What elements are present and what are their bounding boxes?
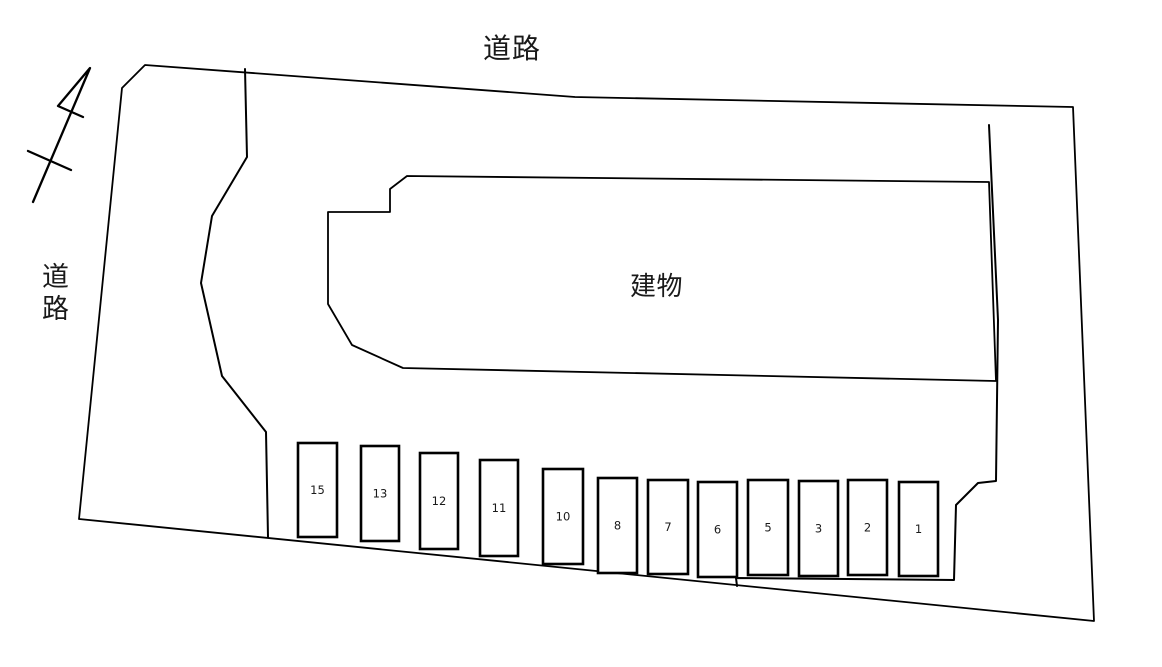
parking-space-number: 1 [915, 522, 922, 536]
parking-space-number: 10 [556, 510, 571, 524]
parking-space-12: 12 [418, 451, 460, 551]
parking-space-rect [296, 441, 339, 539]
parking-space-rect [846, 478, 889, 577]
parking-space-rect [797, 479, 840, 578]
parking-space-number: 8 [614, 519, 621, 533]
parking-space-7: 7 [646, 478, 690, 576]
parking-space-6: 6 [696, 480, 739, 579]
parking-space-number: 2 [864, 521, 871, 535]
parking-space-5: 5 [746, 478, 790, 577]
parking-space-rect [596, 476, 639, 575]
parking-space-rect [646, 478, 690, 576]
parking-space-number: 3 [815, 522, 822, 536]
parking-space-number: 5 [764, 521, 771, 535]
parking-space-number: 6 [714, 523, 721, 537]
parking-space-8: 8 [596, 476, 639, 575]
parking-area: 15 13 12 11 10 8 7 6 5 3 2 1 [296, 441, 940, 579]
parking-space-rect [478, 458, 520, 558]
parking-space-1: 1 [897, 480, 940, 578]
parking-space-rect [418, 451, 460, 551]
site-boundary [78, 64, 1095, 622]
parking-space-10: 10 [541, 467, 585, 566]
parking-space-number: 7 [664, 520, 671, 534]
parking-space-rect [746, 478, 790, 577]
parking-space-rect [541, 467, 585, 566]
parking-space-rect [359, 444, 401, 543]
parking-space-11: 11 [478, 458, 520, 558]
road-label-left: 道路 [42, 262, 69, 325]
parking-space-number: 15 [310, 483, 325, 497]
parking-space-13: 13 [359, 444, 401, 543]
parking-space-number: 13 [373, 487, 388, 501]
parking-space-3: 3 [797, 479, 840, 578]
fence-line-right [735, 124, 999, 587]
north-arrow-icon [26, 66, 92, 204]
building-label: 建物 [630, 271, 684, 301]
parking-space-2: 2 [846, 478, 889, 577]
drive-line-left [200, 68, 269, 538]
parking-space-number: 11 [492, 501, 507, 515]
building-outline [327, 175, 997, 382]
parking-space-15: 15 [296, 441, 339, 539]
parking-space-rect [696, 480, 739, 579]
parking-space-number: 12 [432, 494, 447, 508]
parking-space-rect [897, 480, 940, 578]
road-label-top: 道路 [483, 33, 542, 64]
